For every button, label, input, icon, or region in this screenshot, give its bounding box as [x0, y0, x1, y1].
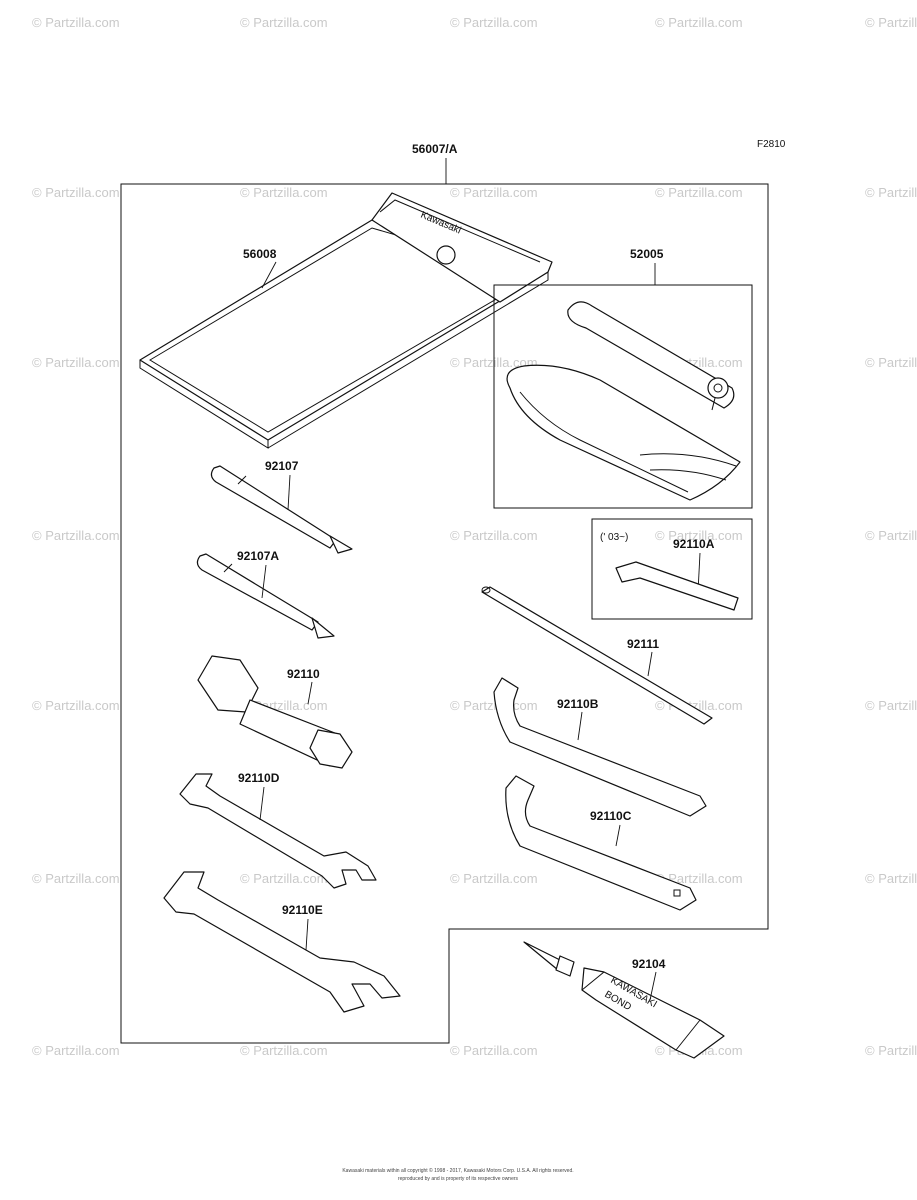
part-92110A-hex-wrench[interactable] — [615, 561, 739, 611]
part-92104-bond-tube[interactable]: KAWASAKI BOND — [523, 941, 725, 1059]
part-number-92110[interactable]: 92110 — [287, 667, 320, 681]
watermark: © Partzilla.com — [865, 15, 917, 30]
part-number-92110E[interactable]: 92110E — [282, 903, 323, 917]
watermark: © Partzilla.com — [240, 15, 328, 30]
watermark: © Partzilla.com — [655, 15, 743, 30]
part-52005-tool-kit-bag[interactable] — [506, 301, 741, 501]
watermark: © Partzilla.com — [865, 698, 917, 713]
part-number-92110A[interactable]: 92110A — [673, 537, 715, 551]
watermark: © Partzilla.com — [240, 1043, 328, 1058]
part-92107-screwdriver[interactable] — [210, 465, 353, 554]
leader-92110C — [615, 824, 621, 847]
watermark: © Partzilla.com — [865, 871, 917, 886]
watermark: © Partzilla.com — [655, 185, 743, 200]
figure-code: F2810 — [757, 139, 786, 150]
inset-box-92110A — [591, 518, 753, 620]
watermark-layer: © Partzilla.com © Partzilla.com © Partzi… — [32, 15, 917, 1058]
watermark: © Partzilla.com — [32, 355, 120, 370]
part-92107A-screwdriver[interactable] — [196, 553, 335, 639]
footer-line-1: Kawasaki materials within all copyright … — [342, 1167, 573, 1174]
watermark: © Partzilla.com — [32, 1043, 120, 1058]
inset-box-52005 — [493, 284, 753, 509]
watermark: © Partzilla.com — [32, 871, 120, 886]
assembly-frame — [120, 183, 769, 1044]
part-92110E-open-wrench[interactable] — [163, 871, 401, 1013]
watermark: © Partzilla.com — [450, 15, 538, 30]
footer-line-2: reproduced by and is property of its res… — [398, 1176, 519, 1182]
part-92110D-open-wrench[interactable] — [179, 773, 377, 889]
part-92111-bar[interactable] — [481, 586, 713, 725]
watermark: © Partzilla.com — [865, 1043, 917, 1058]
part-number-92107A[interactable]: 92107A — [237, 549, 279, 563]
watermark: © Partzilla.com — [865, 528, 917, 543]
part-number-92110C[interactable]: 92110C — [590, 809, 632, 823]
leader-92104 — [649, 971, 657, 1001]
watermark: © Partzilla.com — [240, 871, 328, 886]
part-number-92111[interactable]: 92111 — [627, 637, 659, 651]
part-number-92110B[interactable]: 92110B — [557, 697, 599, 711]
leader-92110D — [259, 786, 265, 821]
leader-92107A — [261, 564, 267, 599]
watermark: © Partzilla.com — [32, 15, 120, 30]
watermark: © Partzilla.com — [865, 185, 917, 200]
watermark: © Partzilla.com — [32, 698, 120, 713]
part-number-56008[interactable]: 56008 — [243, 247, 277, 261]
watermark: © Partzilla.com — [655, 871, 743, 886]
watermark: © Partzilla.com — [450, 1043, 538, 1058]
part-number-92110D[interactable]: 92110D — [238, 771, 280, 785]
leader-92110E — [305, 918, 309, 951]
part-number-92107[interactable]: 92107 — [265, 459, 299, 473]
leader-92110B — [577, 711, 583, 741]
watermark: © Partzilla.com — [32, 185, 120, 200]
watermark: © Partzilla.com — [450, 528, 538, 543]
leader-56008 — [261, 261, 277, 289]
part-number-92104[interactable]: 92104 — [632, 957, 666, 971]
watermark: © Partzilla.com — [865, 355, 917, 370]
watermark: © Partzilla.com — [450, 871, 538, 886]
leader-92111 — [647, 651, 653, 677]
part-number-52005[interactable]: 52005 — [630, 247, 664, 261]
watermark: © Partzilla.com — [450, 185, 538, 200]
part-56008-tool-pouch[interactable]: Kawasaki — [139, 192, 553, 449]
inset-note: (' 03~) — [600, 532, 628, 543]
assembly-label[interactable]: 56007/A — [412, 142, 458, 156]
leader-92107 — [287, 474, 291, 511]
watermark: © Partzilla.com — [450, 698, 538, 713]
leader-92110 — [307, 681, 313, 705]
part-92110-box-wrench[interactable] — [197, 655, 353, 769]
watermark: © Partzilla.com — [240, 185, 328, 200]
part-92110C-hook-wrench[interactable] — [505, 775, 697, 911]
watermark: © Partzilla.com — [655, 528, 743, 543]
watermark: © Partzilla.com — [32, 528, 120, 543]
part-92110B-hook-wrench[interactable] — [493, 677, 707, 817]
